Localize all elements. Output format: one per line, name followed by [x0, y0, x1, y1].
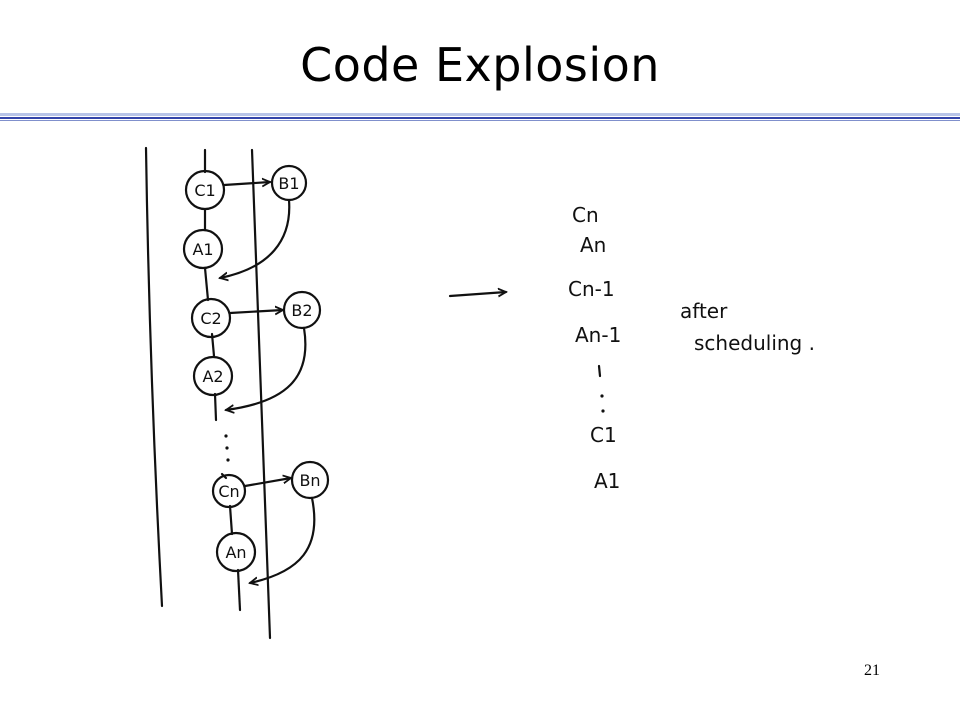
- node-an: An: [215, 531, 257, 573]
- note-line-2: scheduling .: [694, 331, 815, 355]
- node-a1-label: A1: [192, 240, 213, 259]
- node-c2-label: C2: [200, 309, 221, 328]
- node-c1-label: C1: [194, 181, 215, 200]
- node-b2-label: B2: [291, 301, 312, 320]
- node-cn-label: Cn: [218, 482, 239, 501]
- node-bn: Bn: [290, 460, 330, 500]
- node-c2: C2: [190, 297, 232, 339]
- arrow-b2-return: [226, 326, 307, 410]
- arrow-c1-to-b1: [222, 182, 270, 185]
- node-b1-label: B1: [278, 174, 299, 193]
- note-line-1: after: [680, 299, 728, 323]
- left-boundary-line: [144, 146, 164, 608]
- slide-title: Code Explosion: [300, 38, 660, 92]
- node-a2: A2: [192, 355, 234, 397]
- arrow-bn-return: [250, 496, 316, 583]
- node-c1: C1: [184, 169, 226, 211]
- schedule-item-an: An: [580, 233, 606, 257]
- schedule-list: Cn An Cn-1 An-1 C1 A1: [568, 203, 621, 493]
- title-divider: [0, 110, 960, 124]
- arrow-cn-to-bn: [243, 478, 291, 488]
- schedule-item-c1: C1: [590, 423, 617, 447]
- arrow-b1-return: [220, 198, 291, 278]
- node-bn-label: Bn: [299, 471, 320, 490]
- node-cn: Cn: [211, 473, 247, 509]
- schedule-item-an-1: An-1: [575, 323, 621, 347]
- schedule-item-cn-1: Cn-1: [568, 277, 615, 301]
- node-an-label: An: [225, 543, 246, 562]
- main-chain: [203, 148, 242, 612]
- node-a1: A1: [182, 228, 224, 270]
- node-a2-label: A2: [202, 367, 223, 386]
- schedule-item-cn: Cn: [572, 203, 599, 227]
- right-track-line: [250, 148, 272, 640]
- node-b2: B2: [282, 290, 322, 330]
- transform-arrow: [448, 292, 506, 296]
- arrow-c2-to-b2: [228, 310, 283, 313]
- node-b1: B1: [270, 164, 308, 202]
- schedule-item-a1: A1: [594, 469, 620, 493]
- page-number: 21: [864, 662, 880, 679]
